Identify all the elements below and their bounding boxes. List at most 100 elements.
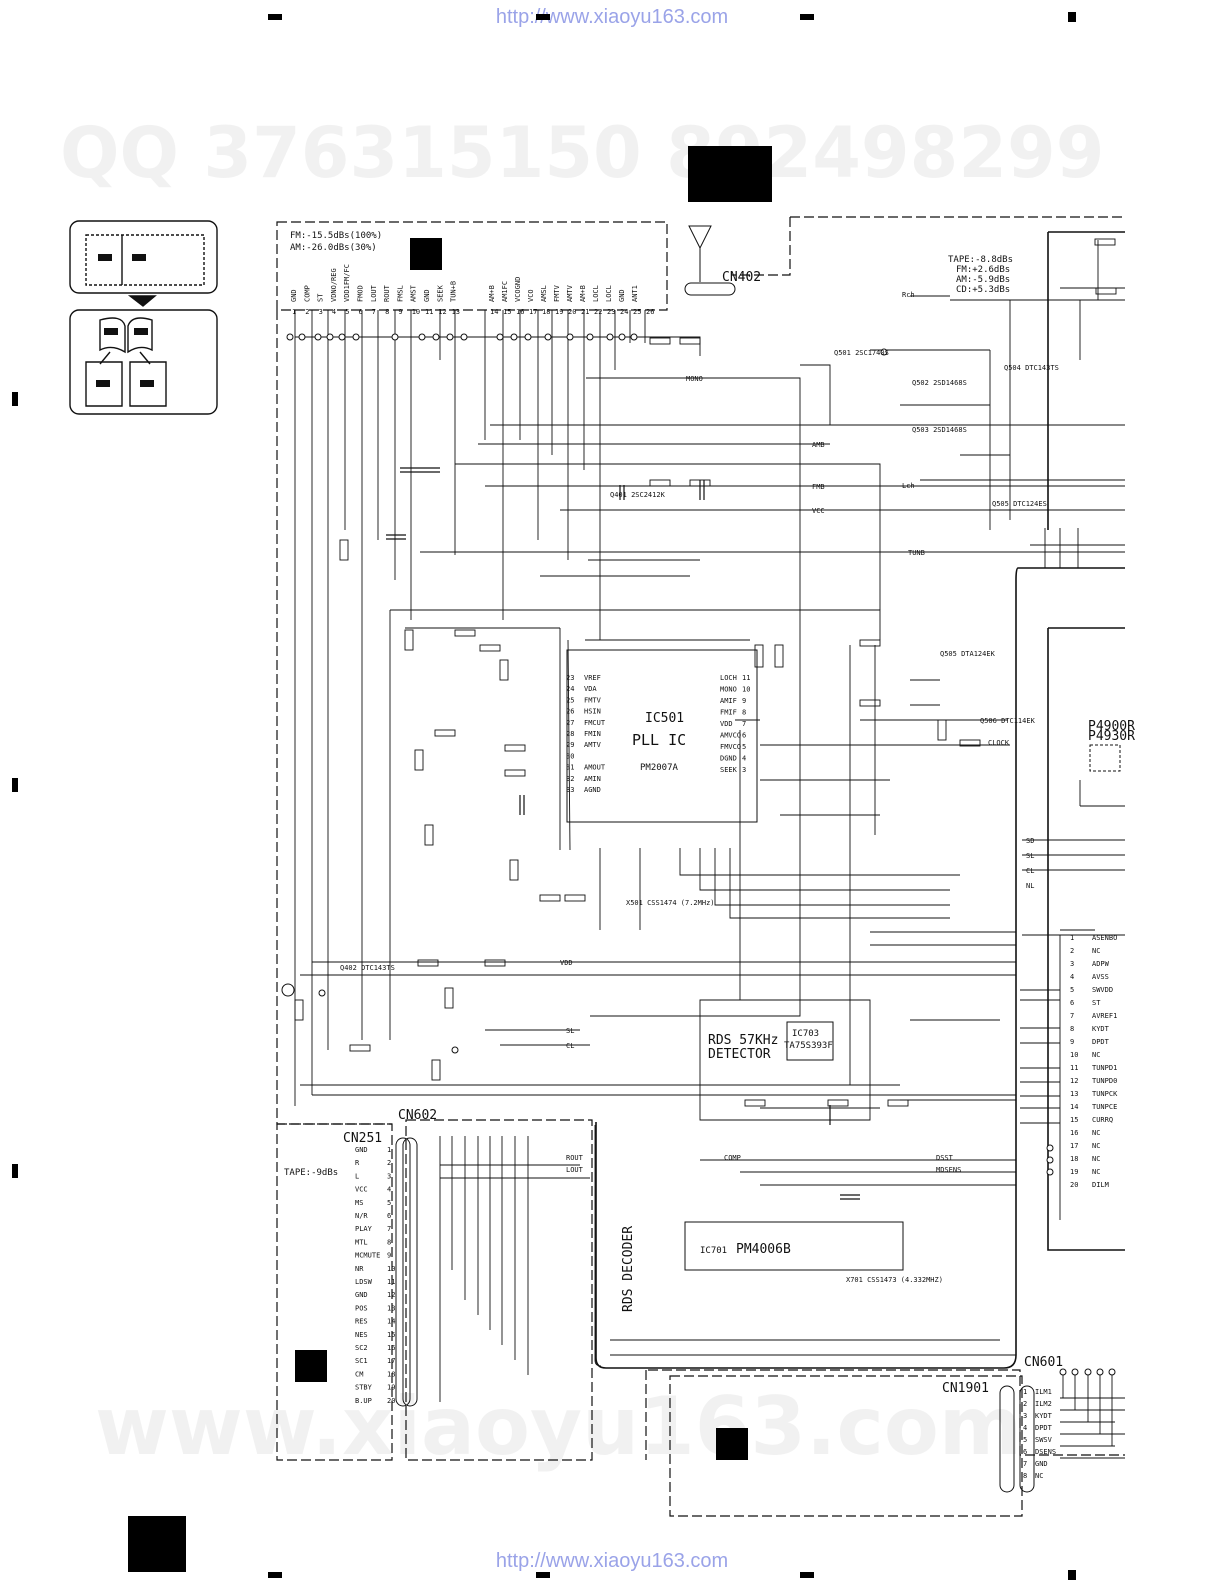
ic501-right-number: 7 [742, 720, 746, 728]
right-pins-number: 20 [1070, 1181, 1078, 1189]
tuner-pins-left-name: FMSL [396, 285, 404, 302]
right-pins-number: 1 [1070, 934, 1074, 942]
tuner-pins-left-number: 12 [438, 308, 446, 316]
right-pins-name: NC [1092, 1142, 1100, 1150]
signal-label: CL [1026, 867, 1034, 875]
ic501-right-number: 6 [742, 732, 746, 740]
ic501-right-name: DGND [720, 755, 737, 763]
tuner-pins-right-number: 15 [503, 308, 511, 316]
signal-label: FMB [812, 483, 825, 491]
cn402-label: CN402 [722, 270, 761, 285]
part-ref: P4900R [1088, 719, 1135, 734]
cn251-border [276, 1123, 393, 1461]
right-pins-name: NC [1092, 947, 1100, 955]
cn1901-label: CN1901 [942, 1381, 989, 1396]
tuner-pins-right-name: AMTV [566, 284, 574, 302]
audio-level-fm: FM:+2.6dBs [956, 265, 1010, 275]
right-pins-number: 4 [1070, 973, 1074, 981]
header-url[interactable]: http://www.xiaoyu163.com [495, 6, 729, 28]
right-pins-number: 2 [1070, 947, 1074, 955]
tuner-pins-right-name: GND [618, 289, 626, 302]
ic501-left-number: 33 [566, 786, 574, 794]
cn251-pins-number: 19 [387, 1384, 395, 1392]
right-pins-name: ST [1092, 999, 1101, 1007]
part-ref: Q505 DTA124EK [940, 650, 996, 658]
ic501-left-name: AGND [584, 786, 601, 794]
tuner-fm-level: FM:-15.5dBs(100%) [290, 231, 382, 241]
ic501-left-name: AMIN [584, 775, 601, 783]
tuner-pins-right-number: 23 [607, 308, 615, 316]
cn601-pins-number: 1 [1023, 1388, 1027, 1396]
tuner-am-level: AM:-26.0dBs(30%) [290, 243, 377, 253]
signal-label: SD [1026, 837, 1034, 845]
tuner-pins-left-number: 10 [412, 308, 420, 316]
ic501-left-number: 23 [566, 674, 574, 682]
cn251-pins-number: 13 [387, 1304, 395, 1312]
audio-level-am: AM:-5.9dBs [956, 275, 1010, 285]
ic501-right-number: 9 [742, 697, 746, 705]
tuner-pins-right-number: 17 [529, 308, 537, 316]
cn251-pins-number: 2 [387, 1159, 391, 1167]
cn251-connector [395, 1137, 411, 1407]
ic501-left-number: 29 [566, 741, 574, 749]
signal-label: CL [566, 1042, 574, 1050]
tuner-pins-left-name: GND [423, 289, 431, 302]
ic501-left-number: 32 [566, 775, 574, 783]
tuner-pins-right-name: AM1FC [501, 281, 509, 302]
tuner-pins-right-name: ANT1 [631, 285, 639, 302]
tuner-pins-left-number: 5 [345, 308, 349, 316]
cn601-pins-number: 4 [1023, 1424, 1027, 1432]
tuner-pins-right-name: FMTV [553, 284, 561, 302]
tuner-pins-left-name: VDD1FM/FC [343, 264, 351, 302]
tuner-pins-right-name: LOCL [592, 285, 600, 302]
right-pins-number: 13 [1070, 1090, 1078, 1098]
tuner-pins-right-number: 21 [581, 308, 589, 316]
section-marker-block [688, 146, 772, 202]
tuner-pins-left-number: 1 [292, 308, 296, 316]
part-ref: Q503 2SD1468S [912, 426, 967, 434]
right-pins-name: AVSS [1092, 973, 1109, 981]
cn251-pins-name: NES [355, 1331, 368, 1339]
cn602-label: CN602 [398, 1108, 437, 1123]
audio-level-cd: CD:+5.3dBs [956, 285, 1010, 295]
cn1901-border [669, 1375, 1023, 1517]
part-ref: Q402 DTC143TS [340, 964, 395, 972]
cn251-pins-name: PLAY [355, 1225, 373, 1233]
cn601-pins-number: 8 [1023, 1472, 1027, 1480]
ic501-left-number: 28 [566, 730, 574, 738]
ic501-title: IC501 [645, 711, 684, 726]
right-pins-number: 7 [1070, 1012, 1074, 1020]
ic701-part: PM4006B [736, 1242, 791, 1257]
cn251-pins-number: 4 [387, 1186, 391, 1194]
signal-label: VDD [560, 959, 573, 967]
part-ref: Q401 2SC2412K [610, 491, 666, 499]
registration-mark [12, 392, 18, 406]
ic703-body [786, 1021, 834, 1061]
footer-url[interactable]: http://www.xiaoyu163.com [495, 1550, 729, 1572]
right-pins-name: TUNPD0 [1092, 1077, 1117, 1085]
watermark-qq: QQ 376315150 892498299 [60, 112, 1105, 194]
right-pins-number: 9 [1070, 1038, 1074, 1046]
signal-label: TUNB [908, 549, 925, 557]
cn251-pins-name: MS [355, 1199, 363, 1207]
cn251-pins-name: L [355, 1172, 359, 1180]
signal-label: Rch [902, 291, 915, 299]
ic701-body [684, 1221, 904, 1271]
ic501-right-number: 11 [742, 674, 750, 682]
tuner-pins-left-name: VDNO/REG [330, 268, 338, 302]
section-marker-block [716, 1428, 748, 1460]
right-pins-number: 8 [1070, 1025, 1074, 1033]
tuner-pins-right-number: 14 [490, 308, 498, 316]
cn251-pins-name: CM [355, 1370, 363, 1378]
tuner-pins-left-number: 7 [372, 308, 376, 316]
tuner-pack-border [276, 221, 668, 311]
ic703-title: IC703 [792, 1029, 819, 1039]
cn251-label: CN251 [343, 1131, 382, 1146]
tuner-pins-left-number: 3 [319, 308, 323, 316]
part-ref: Q504 DTC143TS [1004, 364, 1059, 372]
ic501-left-number: 27 [566, 719, 574, 727]
part-ref: P4930R [1088, 729, 1135, 744]
tuner-pins-left-number: 11 [425, 308, 433, 316]
